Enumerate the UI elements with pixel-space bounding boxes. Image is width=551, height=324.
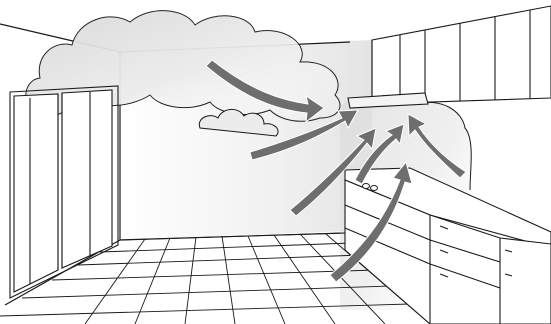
upper-cabinets xyxy=(372,6,551,104)
sliding-door xyxy=(10,86,118,298)
